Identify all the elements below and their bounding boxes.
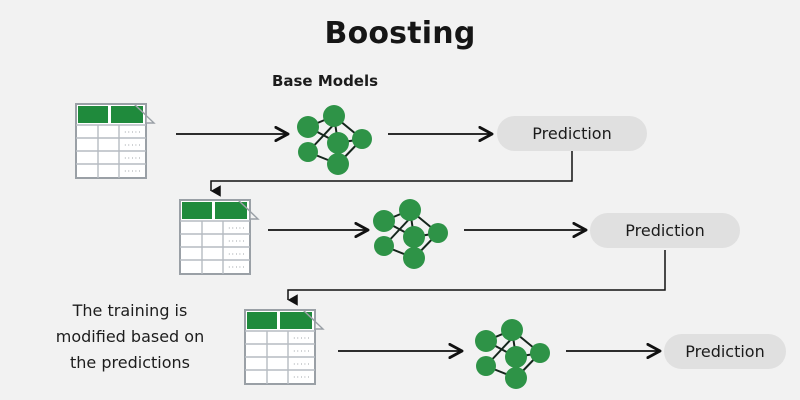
svg-text:·····: ····· (124, 141, 142, 150)
dataset-table-1[interactable]: ····· ····· ····· ····· (74, 102, 156, 180)
svg-text:·····: ····· (228, 237, 246, 246)
table-cell-dots: ····· ····· ····· ····· (228, 224, 246, 272)
folded-corner-icon (133, 103, 156, 124)
svg-text:·····: ····· (228, 263, 246, 272)
feedback-path-prediction1-to-table2 (210, 151, 573, 197)
table-cell-dots: ····· ····· ····· ····· (124, 128, 142, 176)
table-body: ····· ····· ····· ····· (244, 309, 325, 385)
table-cell-dots: ····· ····· ····· ····· (293, 334, 311, 382)
neural-network-model-2[interactable] (370, 198, 452, 270)
prediction-pill-3[interactable]: Prediction (664, 334, 786, 369)
prediction-pill-2[interactable]: Prediction (590, 213, 740, 248)
dataset-table-3[interactable]: ····· ····· ····· ····· (243, 308, 325, 386)
neural-network-model-3[interactable] (472, 318, 554, 390)
network-nodes (475, 319, 550, 389)
caption-line-2: modified based on (55, 327, 205, 346)
neural-network-model-1[interactable] (294, 104, 376, 176)
svg-text:·····: ····· (293, 360, 311, 369)
table-body: ····· ····· ····· ····· (179, 199, 260, 275)
svg-text:·····: ····· (124, 128, 142, 137)
base-models-label: Base Models (271, 72, 379, 90)
svg-text:·····: ····· (124, 154, 142, 163)
table-body: ····· ····· ····· ····· (75, 103, 156, 179)
svg-text:·····: ····· (228, 250, 246, 259)
caption-line-1: The training is (72, 301, 188, 320)
training-caption: The training is modified based on the pr… (40, 298, 220, 376)
svg-text:·····: ····· (124, 167, 142, 176)
feedback-path-prediction2-to-table3 (287, 250, 666, 306)
network-nodes (373, 199, 448, 269)
folded-corner-icon (237, 199, 260, 220)
page-title: Boosting (324, 16, 476, 51)
dataset-table-2[interactable]: ····· ····· ····· ····· (178, 198, 260, 276)
svg-text:·····: ····· (293, 347, 311, 356)
folded-corner-icon (302, 309, 325, 330)
caption-line-3: the predictions (70, 353, 190, 372)
svg-text:·····: ····· (293, 334, 311, 343)
network-nodes (297, 105, 372, 175)
prediction-pill-1[interactable]: Prediction (497, 116, 647, 151)
svg-text:·····: ····· (228, 224, 246, 233)
svg-text:·····: ····· (293, 373, 311, 382)
